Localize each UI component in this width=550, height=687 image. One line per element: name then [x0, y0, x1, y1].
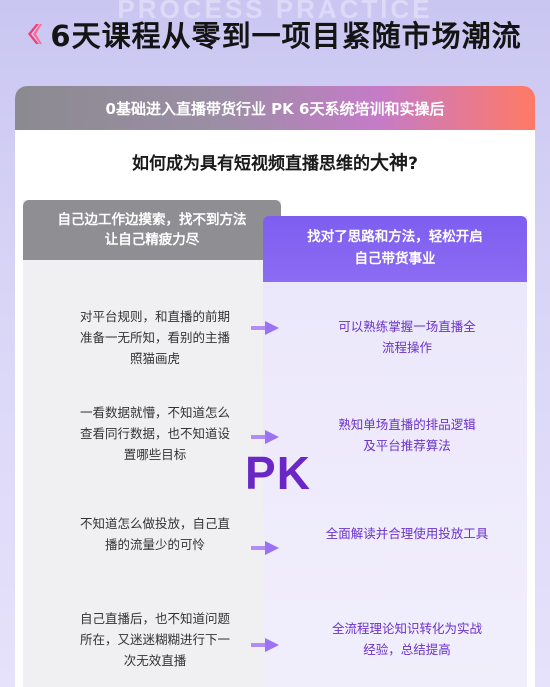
right-header-line: 找对了思路和方法，轻松开启: [307, 229, 483, 245]
double-chevron-icon: [28, 24, 43, 44]
text-line: 熟知单场直播的排品逻辑: [338, 417, 476, 432]
text-line: 流程操作: [381, 340, 432, 355]
right-column-header: 找对了思路和方法，轻松开启 自己带货事业: [263, 216, 527, 282]
left-column-header: 自己边工作边摸索，找不到方法 让自己精疲力尽: [23, 200, 281, 260]
row-left-text: 一看数据就懵，不知道怎么 查看同行数据，也不知道设 置哪些目标: [55, 402, 255, 465]
left-column-bg: [23, 200, 281, 687]
row-left-text: 自己直播后，也不知道问题 所在，又迷迷糊糊进行下一 次无效直播: [55, 608, 255, 671]
text-line: 不知道怎么做投放，自己直: [79, 516, 230, 531]
page-title: 6天课程从零到一项目紧随市场潮流: [50, 19, 522, 53]
text-line: 自己直播后，也不知道问题: [79, 611, 230, 626]
question-suffix: ?: [408, 154, 418, 174]
left-header-line: 自己边工作边摸索，找不到方法: [57, 212, 247, 228]
watermark-text: PROCESS PRACTICE: [117, 0, 433, 24]
arrow-right-icon: [251, 541, 279, 555]
question-emphasis: 大神: [370, 152, 409, 174]
text-line: 所在，又迷迷糊糊进行下一: [79, 632, 230, 647]
text-line: 照猫画虎: [129, 351, 180, 366]
text-line: 次无效直播: [123, 653, 187, 668]
text-line: 及平台推荐算法: [363, 438, 451, 453]
text-line: 全流程理论知识转化为实战: [331, 621, 482, 636]
text-line: 置哪些目标: [123, 447, 187, 462]
comparison-banner: 0基础进入直播带货行业 PK 6天系统培训和实操后: [15, 86, 535, 130]
arrow-right-icon: [251, 638, 279, 652]
text-line: 经验，总结提高: [363, 642, 451, 657]
row-left-text: 对平台规则，和直播的前期 准备一无所知，看别的主播 照猫画虎: [55, 306, 255, 369]
text-line: 可以熟练掌握一场直播全: [338, 319, 476, 334]
text-line: 查看同行数据，也不知道设: [79, 426, 230, 441]
page-header: 6天课程从零到一项目紧随市场潮流: [0, 12, 550, 56]
text-line: 对平台规则，和直播的前期: [79, 309, 230, 324]
right-header-line: 自己带货事业: [354, 251, 436, 267]
left-header-line: 让自己精疲力尽: [104, 232, 200, 248]
right-column-bg: [263, 216, 527, 687]
text-line: 一看数据就懵，不知道怎么: [79, 405, 230, 420]
row-right-text: 全面解读并合理使用投放工具: [287, 523, 527, 544]
row-left-text: 不知道怎么做投放，自己直 播的流量少的可怜: [55, 513, 255, 555]
comparison-card: 0基础进入直播带货行业 PK 6天系统培训和实操后 如何成为具有短视频直播思维的…: [15, 86, 535, 687]
arrow-right-icon: [251, 430, 279, 444]
text-line: 准备一无所知，看别的主播: [79, 330, 230, 345]
question-heading: 如何成为具有短视频直播思维的大神?: [15, 148, 535, 175]
row-right-text: 可以熟练掌握一场直播全 流程操作: [287, 316, 527, 358]
question-prefix: 如何成为具有短视频直播思维的: [132, 154, 371, 174]
text-line: 播的流量少的可怜: [104, 537, 205, 552]
row-right-text: 全流程理论知识转化为实战 经验，总结提高: [287, 618, 527, 660]
row-right-text: 熟知单场直播的排品逻辑 及平台推荐算法: [287, 414, 527, 456]
text-line: 全面解读并合理使用投放工具: [325, 526, 489, 541]
pk-label: PK: [245, 447, 311, 499]
arrow-right-icon: [251, 321, 279, 335]
